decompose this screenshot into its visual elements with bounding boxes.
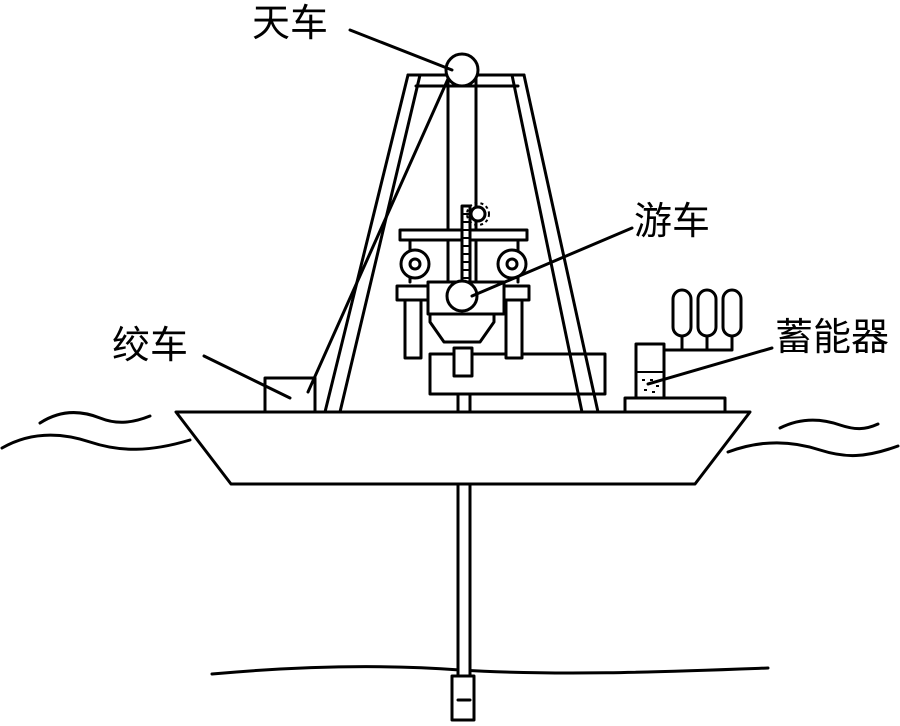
seabed-line xyxy=(210,665,770,676)
drill-bit xyxy=(450,674,476,722)
accumulator xyxy=(634,288,743,400)
gear xyxy=(469,205,487,223)
swivel-housing xyxy=(428,312,496,344)
label-traveling-block: 游车 xyxy=(634,199,711,243)
fast-line xyxy=(306,68,454,394)
winch-house xyxy=(263,376,317,414)
leader-winch xyxy=(202,354,292,400)
leader-crown-block xyxy=(348,28,454,72)
accumulator-base xyxy=(623,396,727,414)
vessel-hull xyxy=(174,410,752,486)
water-surface-left xyxy=(0,411,192,451)
label-accumulator: 蓄能器 xyxy=(775,315,890,359)
water-surface-right xyxy=(726,418,900,458)
crown-block xyxy=(444,52,480,88)
derrick xyxy=(323,73,600,414)
label-winch: 绞车 xyxy=(112,323,189,367)
leader-accumulator xyxy=(646,346,774,386)
leader-traveling-block xyxy=(470,226,634,298)
traveling-block xyxy=(445,279,479,313)
label-crown-block: 天车 xyxy=(252,1,329,45)
